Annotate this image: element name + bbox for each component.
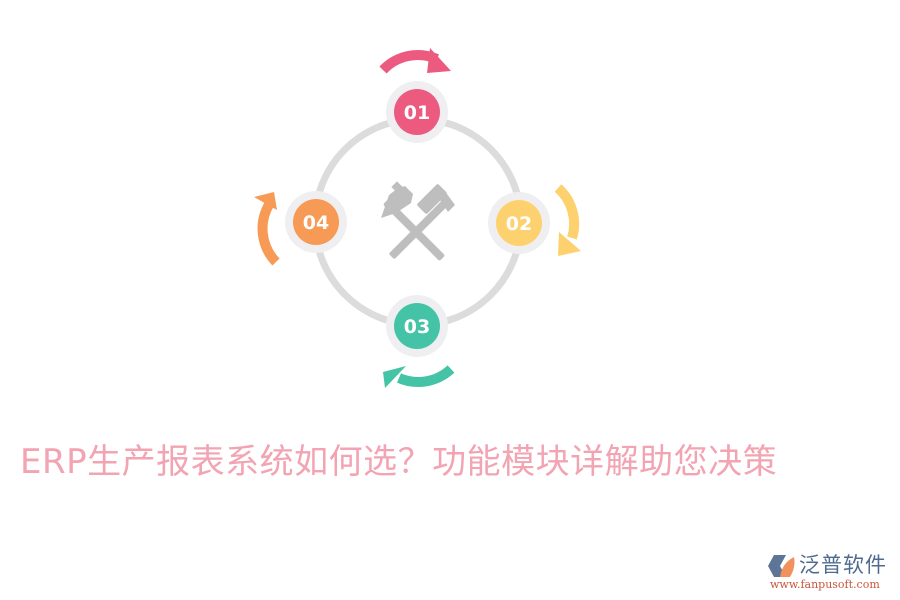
crossed-hammers-icon bbox=[381, 181, 455, 261]
node-04: 04 bbox=[285, 191, 347, 253]
svg-text:04: 04 bbox=[303, 212, 329, 234]
arrow-top-icon bbox=[379, 48, 451, 74]
arrow-left-icon bbox=[254, 192, 280, 266]
svg-text:01: 01 bbox=[404, 102, 430, 124]
node-01: 01 bbox=[386, 81, 448, 143]
svg-text:02: 02 bbox=[506, 213, 532, 235]
arrow-bottom-icon bbox=[383, 365, 455, 388]
page-title: ERP生产报表系统如何选？功能模块详解助您决策 bbox=[20, 442, 778, 482]
node-03: 03 bbox=[386, 295, 448, 357]
brand-url: www.fanpusoft.com bbox=[770, 578, 880, 591]
fanpu-logo-icon bbox=[768, 555, 795, 577]
svg-text:03: 03 bbox=[404, 316, 430, 338]
arrow-right-icon bbox=[554, 184, 581, 256]
node-02: 02 bbox=[488, 192, 550, 254]
cycle-diagram: 01 02 03 04 bbox=[254, 48, 581, 388]
brand-logo: 泛普软件 www.fanpusoft.com bbox=[768, 550, 893, 595]
brand-name: 泛普软件 bbox=[799, 553, 887, 577]
